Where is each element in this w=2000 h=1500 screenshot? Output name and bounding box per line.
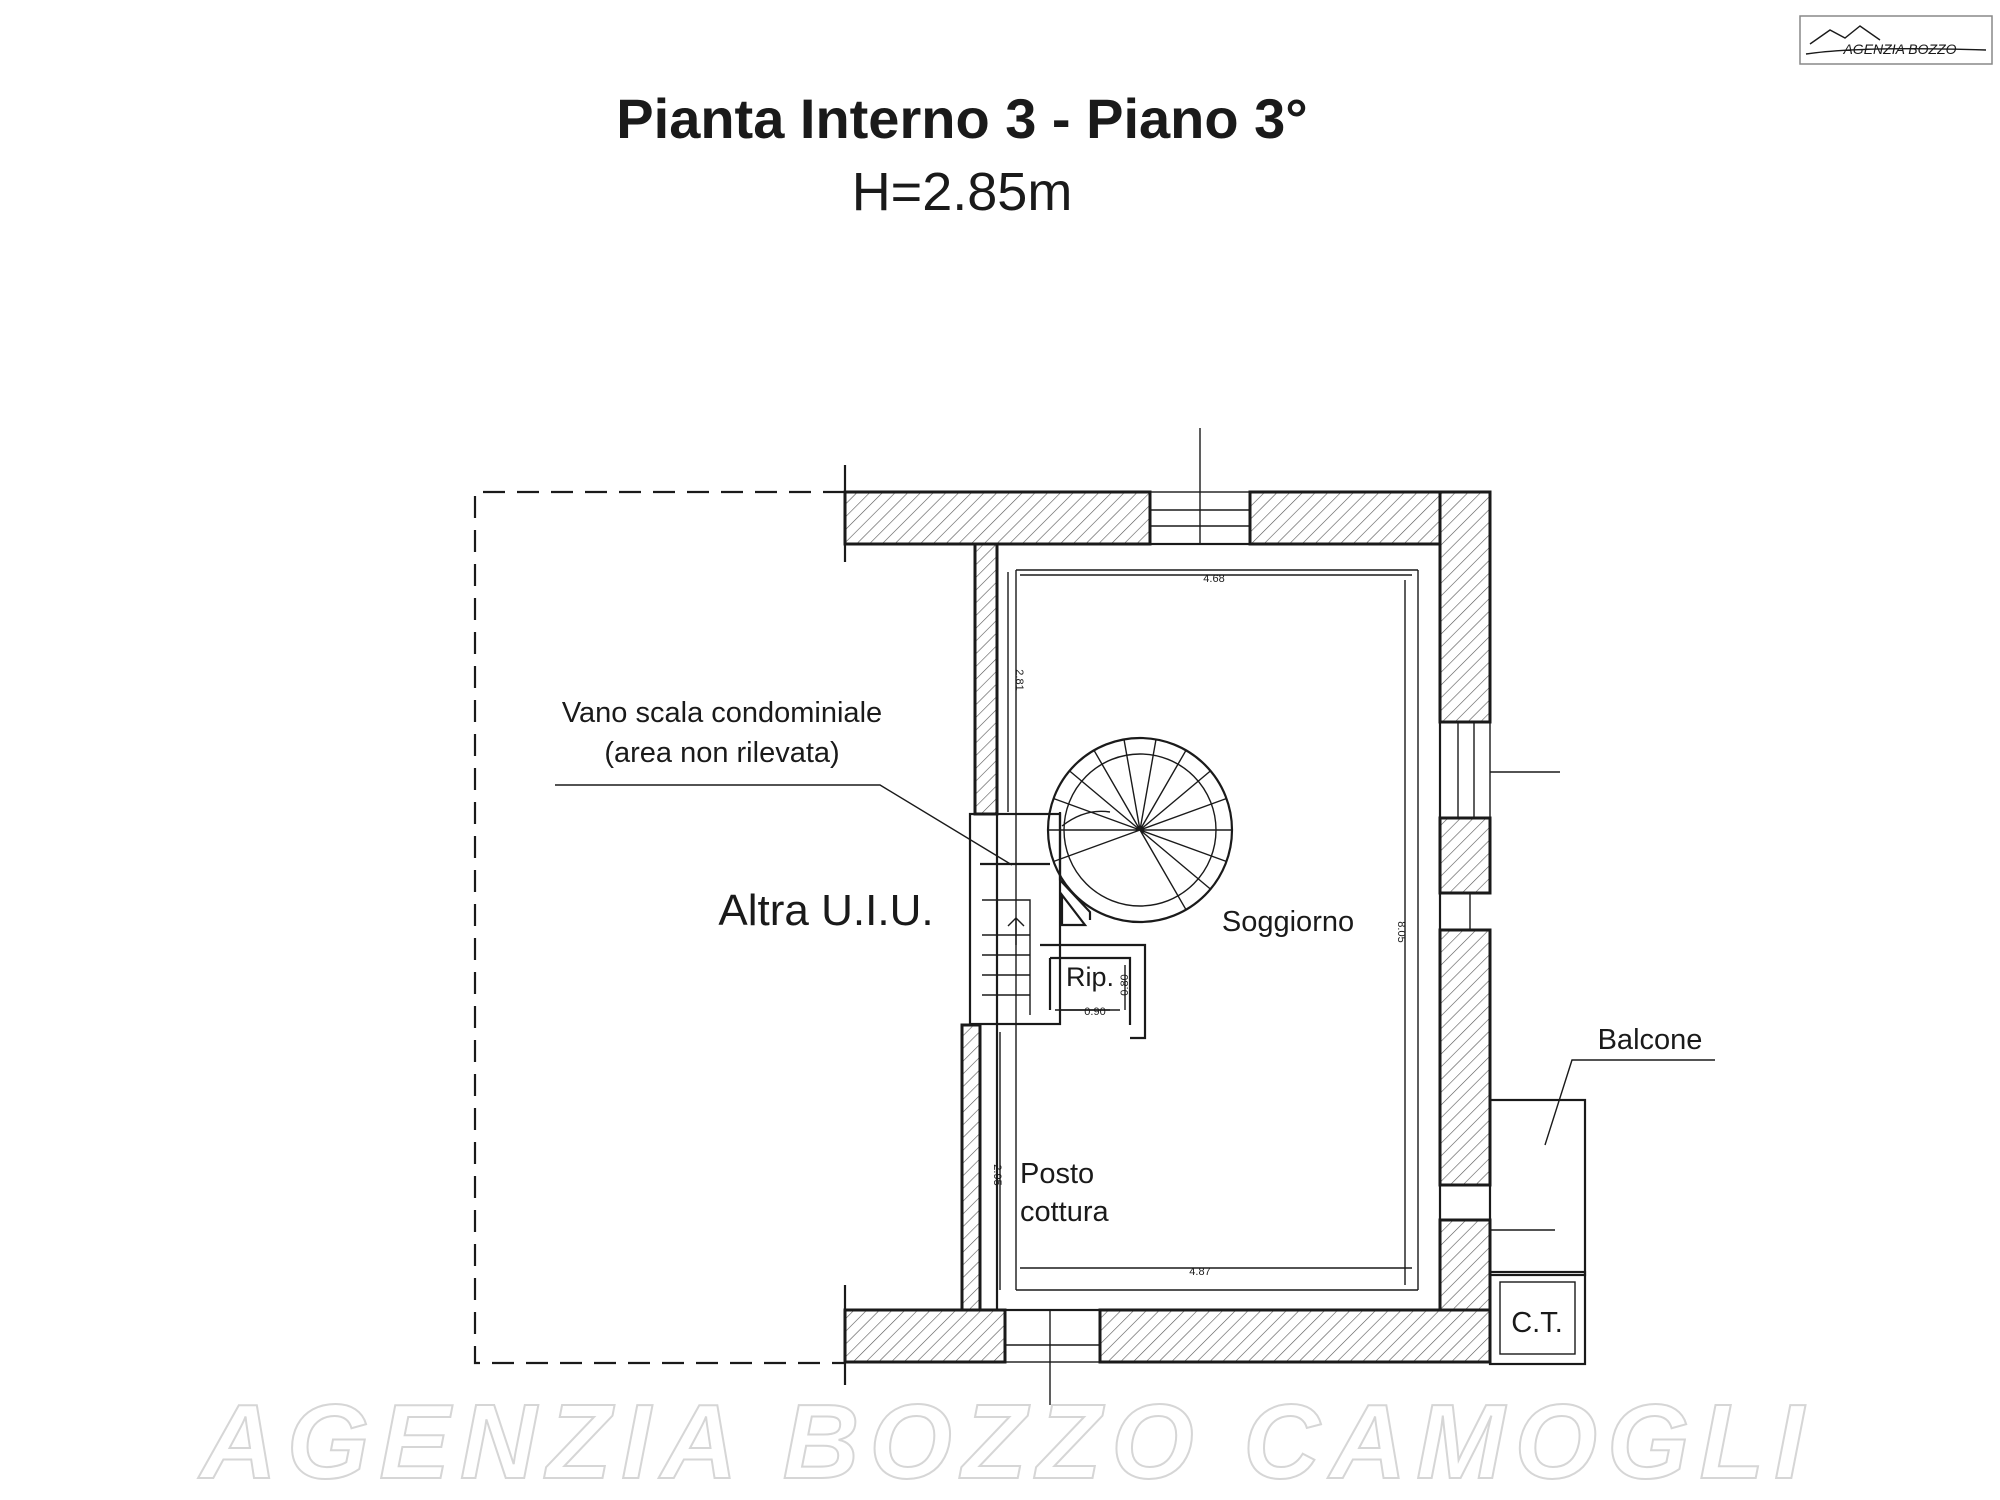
agency-watermark: AGENZIA BOZZO CAMOGLI	[197, 1383, 1813, 1500]
dim-bottom-width: 4.87	[1189, 1266, 1210, 1278]
dim-lower-left: 2.95	[991, 1164, 1003, 1185]
living-room-label: Soggiorno	[1222, 906, 1354, 938]
dim-storage-depth: 0.80	[1119, 974, 1131, 995]
kitchen-label-2: cottura	[1020, 1196, 1110, 1228]
inner-outline	[995, 542, 1442, 1312]
dim-storage-width: 0.90	[1084, 1006, 1105, 1018]
storage-room	[1040, 891, 1147, 1040]
stair-label-leader	[555, 784, 1013, 866]
dim-upper-left: 2.81	[1013, 669, 1025, 690]
agency-logo: AGENZIA BOZZO	[1799, 15, 1993, 65]
dim-top-width: 4.68	[1203, 573, 1224, 585]
dimension-lines	[999, 572, 1412, 1290]
balcony-label: Balcone	[1598, 1024, 1703, 1056]
svg-text:AGENZIA BOZZO: AGENZIA BOZZO	[1842, 41, 1956, 57]
spiral-stair	[1046, 736, 1234, 924]
ceiling-height-label: H=2.85m	[852, 162, 1073, 222]
other-unit-label: Altra U.I.U.	[718, 886, 933, 935]
stair-area-label-2: (area non rilevata)	[604, 737, 839, 769]
storage-label: Rip.	[1066, 962, 1114, 992]
common-stair	[968, 812, 1062, 1026]
kitchen-label-1: Posto	[1020, 1158, 1094, 1190]
plan-title: Pianta Interno 3 - Piano 3°	[616, 87, 1307, 150]
dim-right-length: 8.05	[1395, 921, 1407, 942]
walls	[843, 428, 1560, 1405]
balcony	[1488, 1059, 1715, 1366]
boiler-room-label: C.T.	[1511, 1307, 1563, 1339]
stair-area-label-1: Vano scala condominiale	[562, 697, 882, 729]
